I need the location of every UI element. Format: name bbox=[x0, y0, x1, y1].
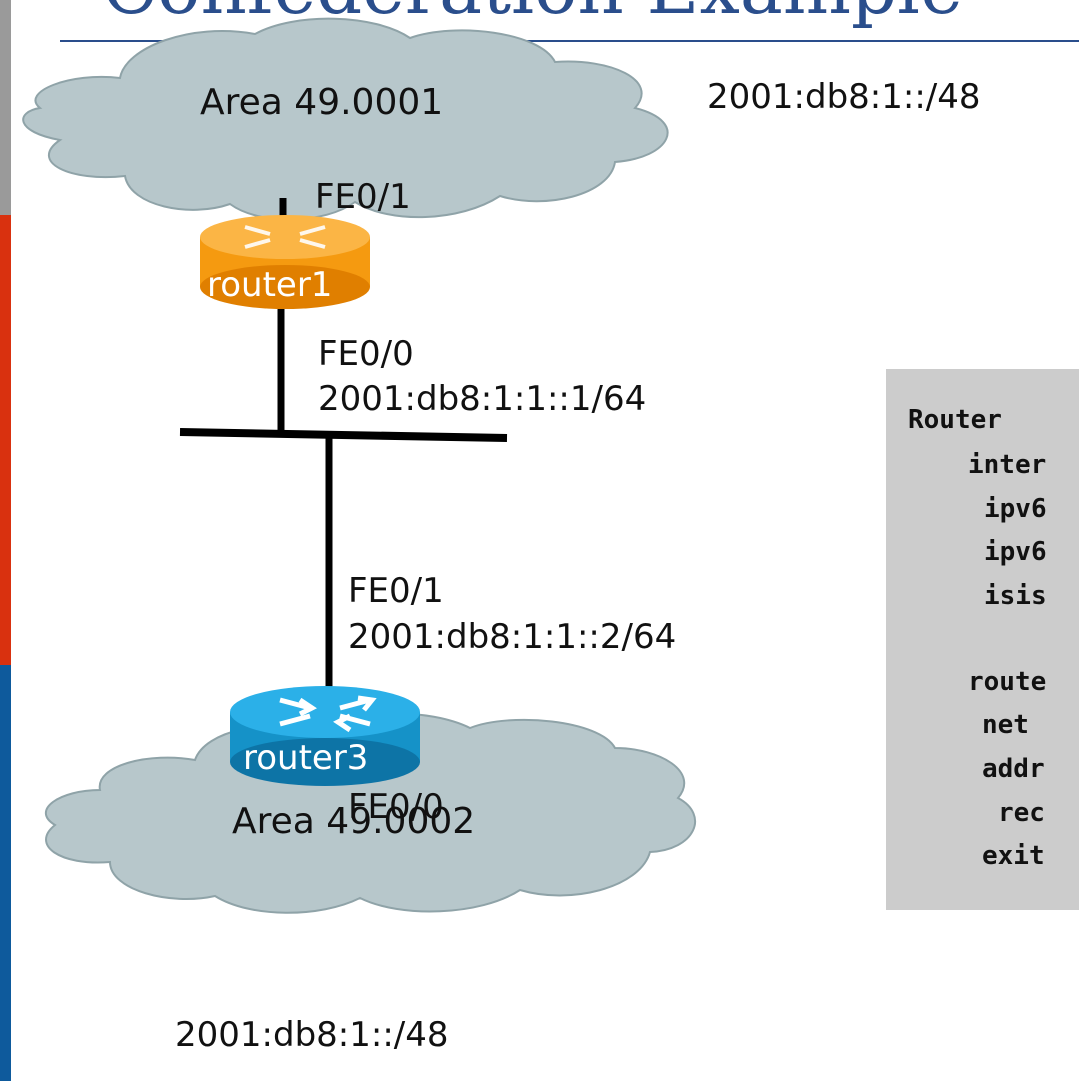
config-line: exit bbox=[982, 841, 1045, 871]
router3-name: router3 bbox=[243, 738, 369, 778]
config-line: ipv6 bbox=[984, 537, 1047, 567]
config-box: Router inter ipv6 ipv6 isis route net add… bbox=[886, 369, 1079, 910]
lan-segment bbox=[179, 428, 508, 442]
sidebar-stripe-gray bbox=[0, 0, 11, 215]
config-line: Router bbox=[908, 405, 1002, 435]
config-line: ipv6 bbox=[984, 494, 1047, 524]
router3-icon bbox=[230, 686, 420, 786]
slide-title: Confederation Example bbox=[102, 0, 963, 24]
area2-label: Area 49.0002 bbox=[232, 801, 476, 842]
router1-bottom-iface: FE0/0 bbox=[318, 334, 414, 374]
router3-top-iface: FE0/1 bbox=[348, 571, 444, 611]
router1-top-iface: FE0/1 bbox=[315, 177, 411, 217]
area2-prefix: 2001:db8:1::/48 bbox=[175, 1015, 449, 1055]
area1-prefix: 2001:db8:1::/48 bbox=[707, 77, 981, 117]
config-line: addr bbox=[982, 754, 1045, 784]
config-line: isis bbox=[984, 581, 1047, 611]
sidebar-stripe-red bbox=[0, 215, 11, 665]
router1-bottom-addr: 2001:db8:1:1::1/64 bbox=[318, 379, 647, 419]
router3-bottom-iface: FE0/0 bbox=[348, 787, 444, 827]
config-line: net bbox=[982, 710, 1029, 740]
config-line: route bbox=[968, 667, 1047, 697]
router1-name: router1 bbox=[207, 265, 333, 305]
area-cloud-top bbox=[22, 17, 669, 221]
config-line: inter bbox=[968, 450, 1047, 480]
router1-icon bbox=[200, 215, 370, 309]
sidebar-stripe-blue bbox=[0, 665, 11, 1081]
title-underline bbox=[60, 40, 1079, 42]
area1-label: Area 49.0001 bbox=[200, 82, 444, 123]
router3-top-addr: 2001:db8:1:1::2/64 bbox=[348, 617, 677, 657]
config-line: rec bbox=[998, 798, 1045, 828]
